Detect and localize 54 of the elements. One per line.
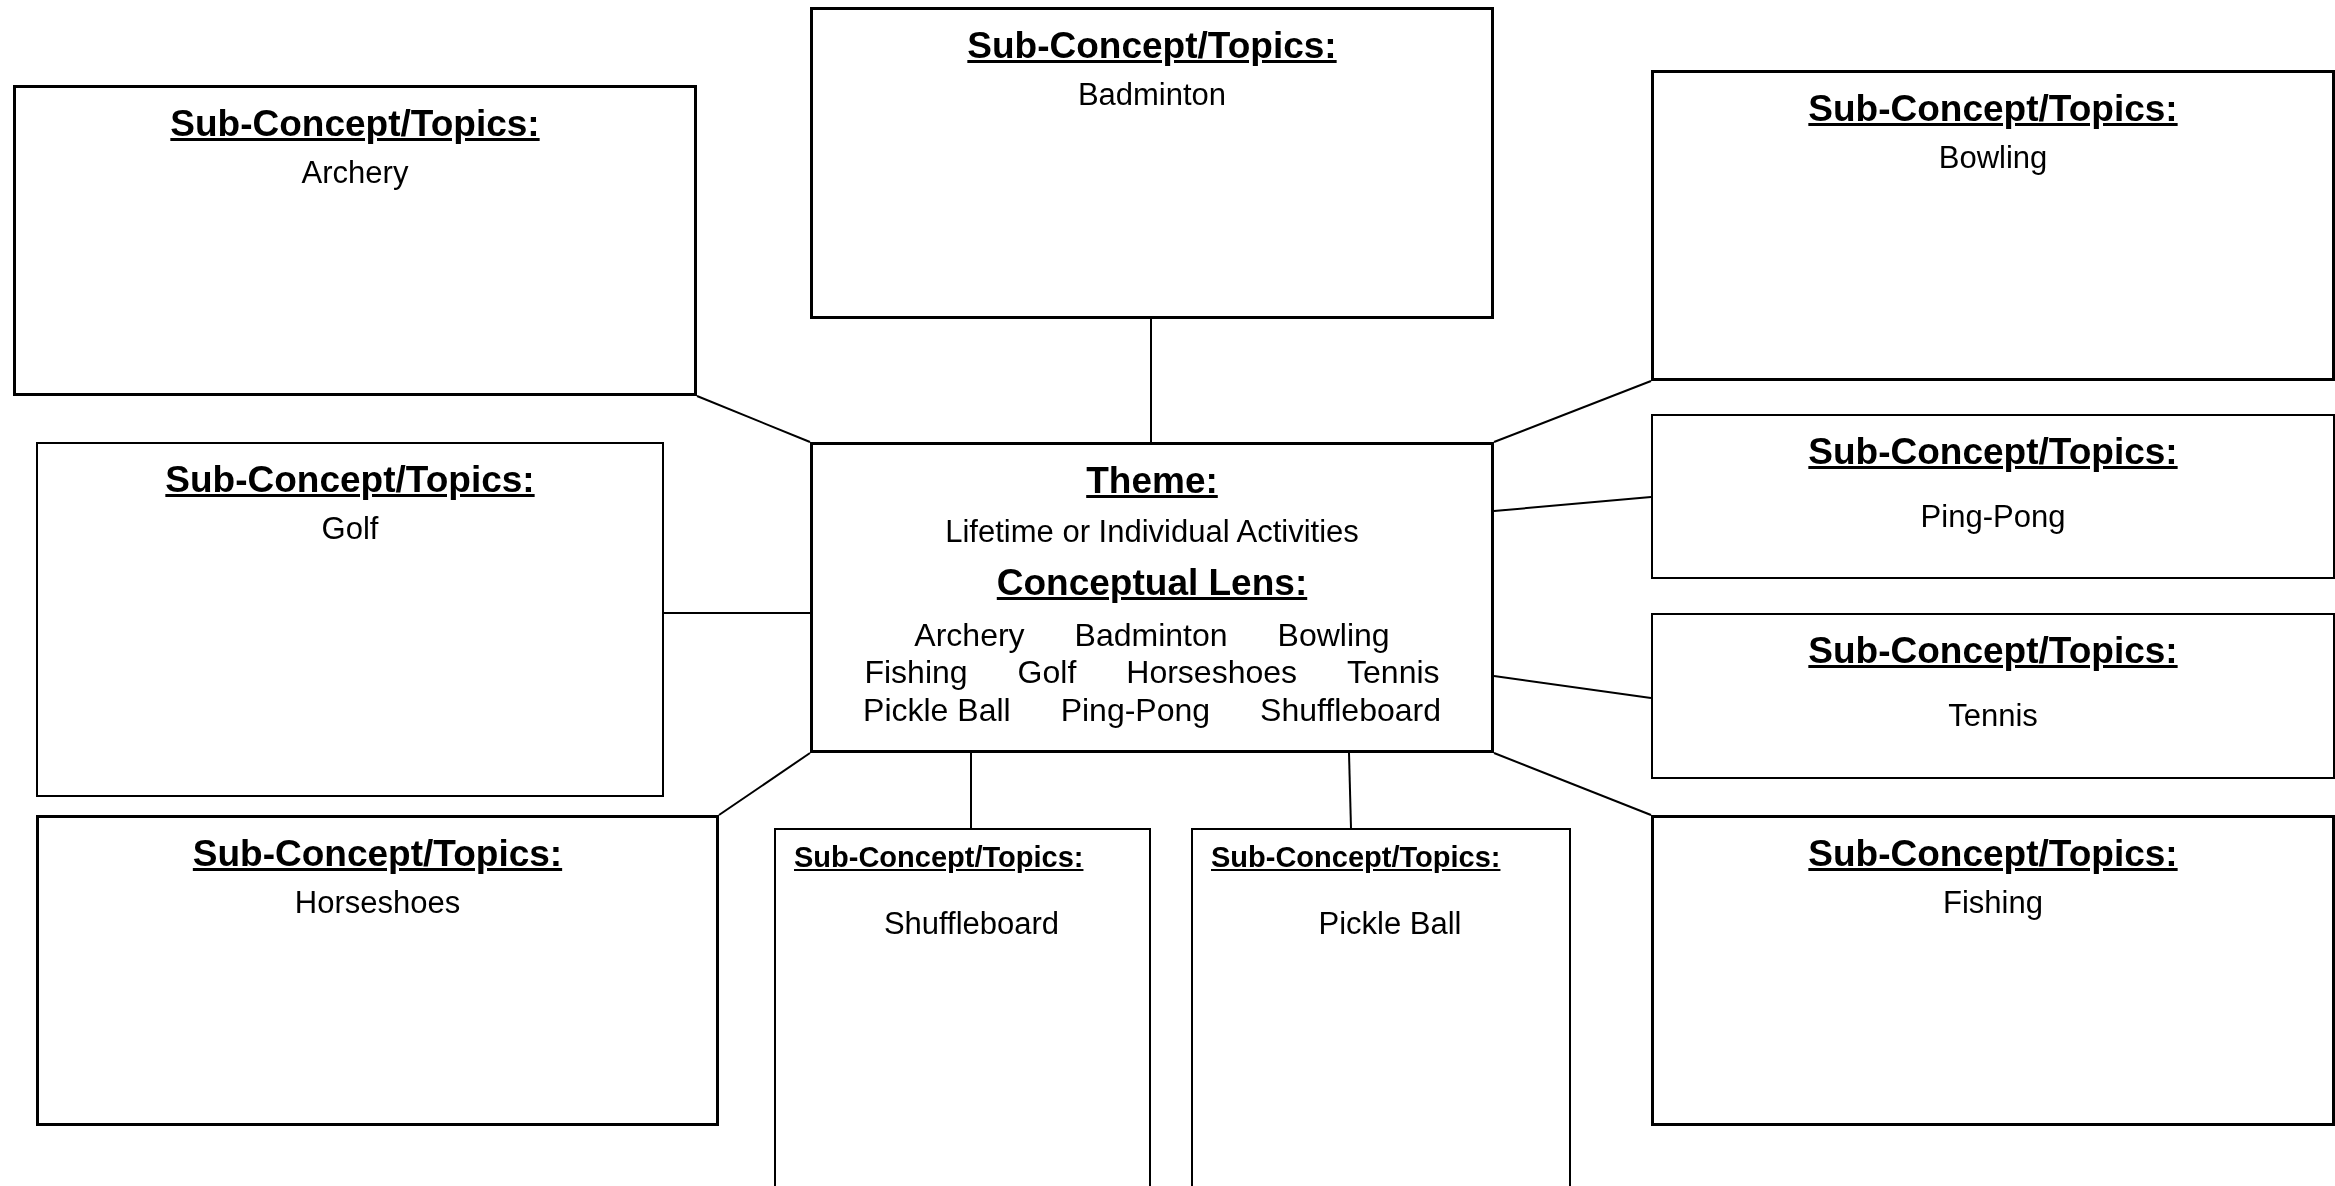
topic-text: Shuffleboard [883, 904, 1060, 942]
connector-line [1493, 380, 1652, 443]
connector-line [1493, 675, 1652, 699]
topic-text: Fishing [1943, 884, 2043, 922]
connector-line [663, 612, 811, 614]
lens-item: Ping-Pong [1060, 691, 1211, 730]
box-heading: Sub-Concept/Topics: [170, 102, 540, 146]
box-heading: Sub-Concept/Topics: [1211, 840, 1501, 875]
topic-box [1651, 613, 2335, 779]
topic-box [13, 85, 697, 396]
box-heading: Sub-Concept/Topics: [794, 840, 1084, 875]
topic-text: Archery [301, 154, 409, 192]
topic-text: Horseshoes [294, 884, 461, 922]
connector-line [1348, 752, 1352, 829]
topic-box [774, 828, 1151, 1186]
lens-item: Fishing [864, 654, 968, 692]
topic-box [36, 815, 719, 1126]
connector-line [1493, 752, 1652, 816]
lens-item: Bowling [1277, 616, 1390, 655]
box-heading: Sub-Concept/Topics: [1808, 87, 2178, 131]
topic-text: Badminton [1077, 76, 1227, 114]
topic-box [810, 7, 1494, 319]
lens-item: Tennis [1347, 654, 1440, 692]
lens-item: Badminton [1074, 616, 1228, 655]
lens-item: Horseshoes [1126, 654, 1298, 692]
theme-box [810, 442, 1494, 753]
box-heading: Sub-Concept/Topics: [165, 458, 535, 502]
theme-heading: Theme: [1086, 459, 1218, 503]
topic-box [36, 442, 664, 797]
theme-text: Lifetime or Individual Activities [945, 513, 1359, 551]
box-heading: Sub-Concept/Topics: [1808, 629, 2178, 673]
box-heading: Sub-Concept/Topics: [192, 832, 563, 876]
topic-box [1191, 828, 1571, 1186]
topic-text: Golf [321, 510, 379, 548]
box-heading: Sub-Concept/Topics: [967, 24, 1337, 68]
topic-text: Pickle Ball [1318, 904, 1462, 942]
lens-item: Shuffleboard [1260, 691, 1441, 730]
connector-line [1493, 496, 1652, 512]
box-heading: Sub-Concept/Topics: [1808, 430, 2178, 474]
lens-item: Pickle Ball [863, 691, 1011, 730]
lens-item: Archery [914, 616, 1025, 655]
lens-heading: Conceptual Lens: [996, 560, 1308, 605]
topic-text: Tennis [1948, 697, 2038, 735]
topic-box [1651, 70, 2335, 381]
topic-text: Ping-Pong [1920, 498, 2066, 536]
connector-line [718, 752, 811, 816]
topic-box [1651, 815, 2335, 1126]
topic-text: Bowling [1938, 139, 2048, 177]
topic-box [1651, 414, 2335, 579]
box-heading: Sub-Concept/Topics: [1808, 832, 2178, 876]
connector-line [1150, 318, 1152, 443]
connector-line [696, 395, 811, 443]
lens-item: Golf [1017, 654, 1077, 692]
connector-line [970, 752, 972, 829]
